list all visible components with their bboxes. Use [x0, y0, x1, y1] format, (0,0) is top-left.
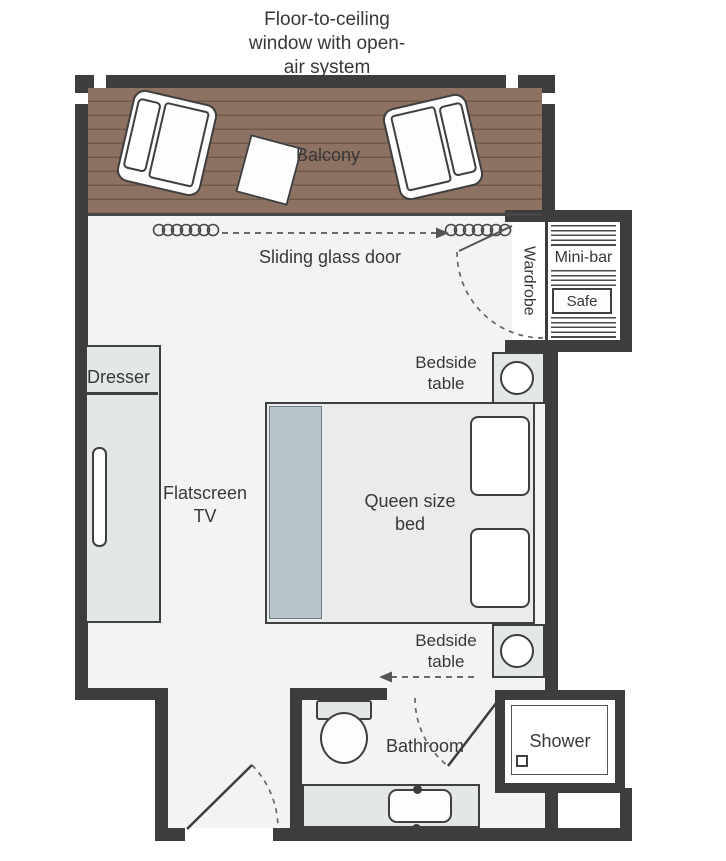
wall-balcony-right [542, 75, 555, 215]
wall-left [75, 215, 88, 700]
wall-bottom [155, 828, 632, 841]
shower-label: Shower [529, 731, 591, 752]
bedside-table-top-label: Bedside table [415, 353, 477, 394]
wardrobe-area: Wardrobe [512, 222, 545, 340]
pillow-bottom-icon [470, 528, 530, 608]
wardrobe-minibar-divider [545, 222, 548, 340]
bathroom-label: Bathroom [386, 736, 465, 756]
window-gap-side-right [542, 93, 555, 104]
lamp-bottom-icon [500, 634, 534, 668]
wall-balcony-top [75, 75, 555, 88]
sliding-door-label: Sliding glass door [258, 247, 402, 267]
wall-unit-bottom [505, 340, 632, 352]
sliding-glass-wall-line [88, 213, 542, 216]
minibar-shelf-lines-bottom [551, 317, 616, 338]
wall-step-left [75, 688, 168, 700]
safe-label: Safe [566, 292, 598, 310]
lamp-top-icon [500, 361, 534, 395]
wall-unit-top [505, 210, 632, 222]
dresser-label: Dresser [87, 367, 151, 387]
drain-icon [412, 824, 421, 833]
window-gap-top-right [506, 75, 518, 88]
wall-unit-right [620, 210, 632, 352]
dresser-cabinet [85, 345, 161, 623]
wall-bottom-right-connector [620, 788, 632, 841]
tv-icon [92, 447, 107, 547]
window-gap-side-left [75, 93, 88, 104]
minibar-label: Mini-bar [554, 249, 613, 266]
faucet-icon [413, 785, 422, 794]
balcony-label: Balcony [296, 145, 361, 165]
flatscreen-tv-label: Flatscreen TV [162, 483, 248, 526]
toilet-bowl-icon [320, 712, 368, 764]
bedside-table-bottom-label: Bedside table [415, 631, 477, 672]
wall-bathroom-top [302, 688, 387, 700]
safe-box: Safe [552, 288, 612, 314]
cabinet-divider [87, 392, 158, 395]
wall-lower-left [155, 688, 168, 841]
minibar-shelf-lines-top [551, 225, 616, 247]
shower-drain-icon [516, 755, 528, 767]
window-note: Floor-to-ceiling window with open-air sy… [248, 9, 406, 78]
minibar-shelf-lines-mid [551, 270, 616, 286]
bed-runner [269, 406, 322, 619]
queen-bed-label: Queen size bed [364, 491, 456, 534]
wall-bathroom-left [290, 688, 302, 835]
wall-balcony-left [75, 75, 88, 215]
wardrobe-label: Wardrobe [520, 246, 538, 316]
pillow-top-icon [470, 416, 530, 496]
sink-basin-icon [388, 789, 452, 823]
entry-door-opening [185, 828, 273, 841]
shower-tray-icon [511, 705, 608, 775]
queen-bed [265, 402, 535, 624]
shower-stall: Shower [495, 690, 625, 793]
window-gap-top-left [94, 75, 106, 88]
